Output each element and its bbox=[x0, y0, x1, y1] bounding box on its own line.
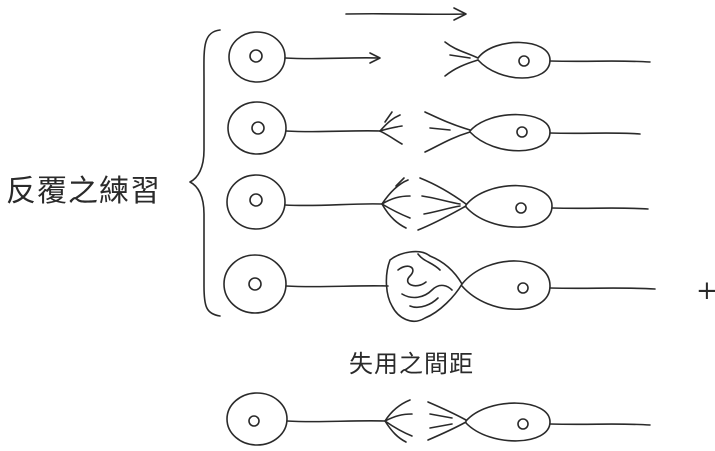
neuron-pair-row-1 bbox=[228, 31, 651, 83]
direction-arrow bbox=[345, 7, 467, 21]
repeated-practice-label: 反覆之練習 bbox=[6, 174, 161, 209]
disuse-gap-label: 失用之間距 bbox=[349, 350, 474, 378]
neuron-pair-row-3 bbox=[226, 174, 649, 231]
neuron-pair-disuse bbox=[226, 392, 651, 446]
left-brace bbox=[189, 29, 221, 317]
neuron-pair-row-4 bbox=[223, 250, 656, 322]
neuron-pair-row-2 bbox=[227, 101, 641, 155]
plus-mark: + bbox=[696, 276, 715, 306]
